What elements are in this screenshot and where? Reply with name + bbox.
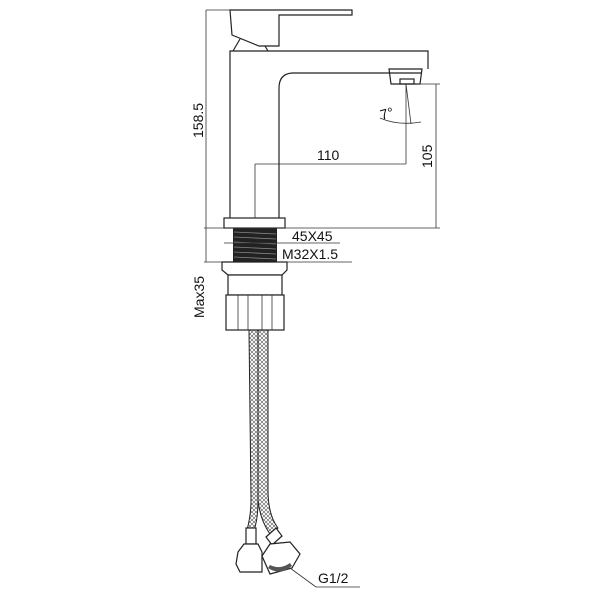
hex-nut-facets <box>237 295 273 330</box>
hose-ferrule-1 <box>245 527 257 545</box>
aerator-nozzle <box>399 78 415 85</box>
hex-nut <box>225 294 285 331</box>
base-plate <box>223 217 286 229</box>
nut-collar <box>227 274 283 296</box>
braided-hose-1 <box>246 329 259 531</box>
hose-connection-label: G1/2 <box>318 570 349 586</box>
aerator <box>388 68 423 85</box>
braided-hose-2 <box>257 329 279 535</box>
faucet-body <box>229 50 429 218</box>
max-thickness-label: Max35 <box>191 276 207 318</box>
total-height-label: 158.5 <box>190 103 206 138</box>
hose-ferrule-2 <box>265 527 283 546</box>
spout-reach-label: 110 <box>317 147 340 163</box>
spout-height-label: 105 <box>419 144 435 168</box>
fitting-opening <box>268 563 292 572</box>
lever-neck <box>232 38 269 52</box>
mounting-flange <box>221 261 288 276</box>
lever-handle <box>229 9 353 47</box>
base-size-label: 45X45 <box>292 228 333 244</box>
spout-angle-label: 7° <box>378 104 395 123</box>
thread-label: M32X1.5 <box>282 246 338 262</box>
dimension-lines <box>204 9 440 588</box>
hose-fitting-1 <box>235 543 263 573</box>
